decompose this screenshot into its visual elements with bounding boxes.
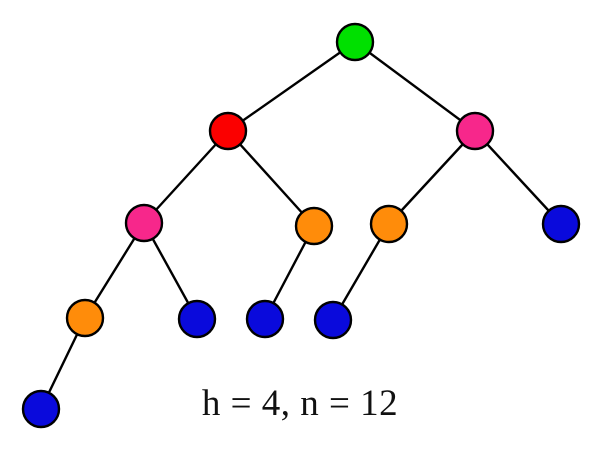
- tree-node-blue: [21, 389, 61, 429]
- tree-edge: [142, 129, 230, 225]
- tree-node-green: [335, 22, 375, 62]
- tree-node-red: [208, 111, 248, 151]
- tree-edge: [473, 129, 563, 226]
- tree-node-blue: [177, 299, 217, 339]
- tree-node-pink: [124, 203, 164, 243]
- tree-node-blue: [541, 204, 581, 244]
- tree-node-pink: [455, 111, 495, 151]
- node-layer: [21, 22, 581, 429]
- tree-edge: [226, 40, 357, 133]
- tree-edge: [226, 129, 316, 228]
- tree-edge: [353, 40, 477, 133]
- tree-edge: [387, 129, 477, 226]
- figure-caption: h = 4, n = 12: [201, 383, 399, 424]
- tree-node-orange: [294, 206, 334, 246]
- tree-node-blue: [245, 299, 285, 339]
- tree-node-orange: [65, 298, 105, 338]
- tree-node-orange: [369, 204, 409, 244]
- tree-node-blue: [313, 300, 353, 340]
